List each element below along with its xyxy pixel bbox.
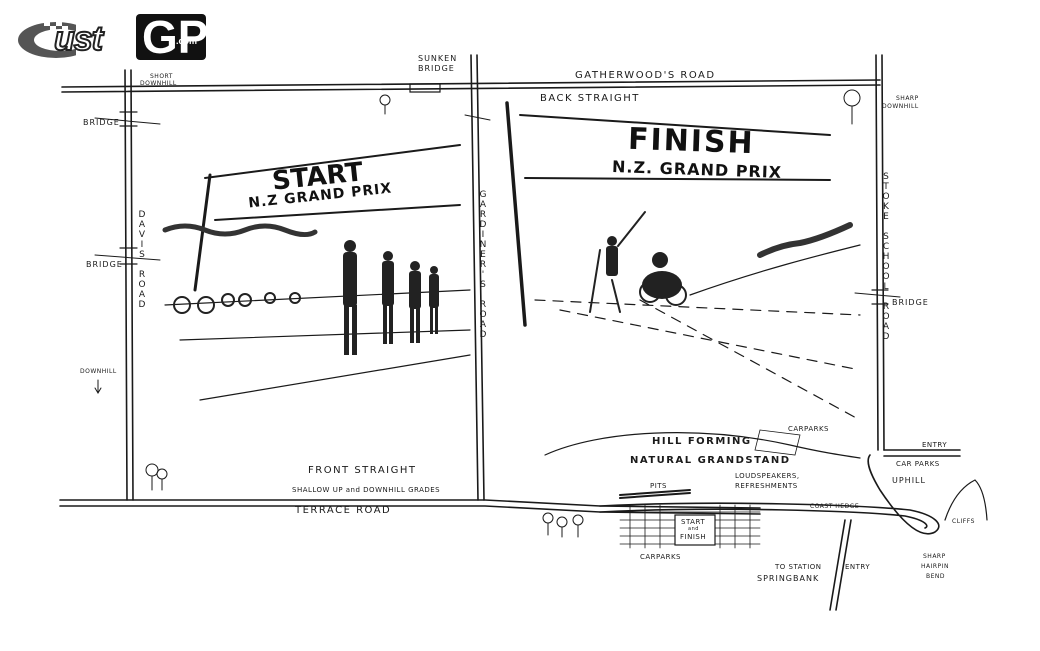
trees	[145, 89, 988, 538]
logo-gp-box: GP	[136, 11, 208, 63]
terrace-road-label: TERRACE ROAD	[295, 505, 392, 516]
short-downhill-1: SHORT	[150, 73, 173, 80]
bridge-right	[871, 289, 889, 305]
carparks-top-label: CARPARKS	[788, 425, 829, 433]
bridge-left-mid-label: BRIDGE	[86, 260, 123, 269]
hairpin-track	[599, 454, 940, 535]
gatherwoods-road-label: GATHERWOOD'S ROAD	[575, 70, 716, 81]
springbank-label: SPRINGBANK	[757, 574, 820, 583]
sharp-downhill-2: DOWNHILL	[882, 103, 919, 110]
riders-figures	[343, 236, 682, 355]
sharp-hairpin-1: SHARP	[923, 553, 946, 560]
davis-road	[124, 69, 134, 501]
logo-gp-text: GP	[142, 11, 209, 63]
entry-right-label: ENTRY	[922, 441, 948, 449]
start-finish-3: FINISH	[680, 533, 707, 541]
start-finish-box	[674, 514, 716, 546]
loudspeakers-label: LOUDSPEAKERS,	[735, 472, 800, 480]
motorcycles	[173, 211, 687, 314]
start-finish-1: START	[681, 518, 706, 526]
to-station-label: TO STATION	[775, 563, 822, 571]
gardiners-road-label: GARDINER'S ROAD	[478, 190, 488, 340]
terrace-road	[59, 499, 761, 515]
stoke-school-road	[875, 54, 885, 451]
front-straight-label: FRONT STRAIGHT	[308, 465, 417, 476]
uphill-label: UPHILL	[892, 476, 926, 485]
cliffs-label: CLIFFS	[952, 518, 975, 525]
shallow-grades-label: SHALLOW UP and DOWNHILL GRADES	[292, 486, 441, 494]
bridge-left-top-label: BRIDGE	[83, 118, 120, 127]
gardiners-road	[470, 54, 485, 501]
sharp-hairpin-2: HAIRPIN	[921, 563, 949, 570]
logo-com-text: .com	[176, 36, 198, 46]
carparks-bottom-label: CARPARKS	[640, 553, 681, 561]
bridge-left-mid	[119, 247, 138, 265]
sharp-hairpin-3: BEND	[926, 573, 946, 580]
sharp-downhill-1: SHARP	[896, 95, 919, 102]
bridge-left-top	[119, 111, 138, 127]
bridge-right-label: BRIDGE	[892, 298, 929, 307]
pits-label: PITS	[650, 482, 668, 490]
sunken-bridge	[409, 83, 441, 93]
stoke-school-road-label: STOKE SCHOOL ROAD	[881, 172, 891, 342]
refreshments-label: REFRESHMENTS	[735, 482, 798, 490]
sunken-label-2: BRIDGE	[418, 64, 455, 73]
davis-road-label: DAVIS ROAD	[137, 210, 147, 310]
logo-swoosh-icon	[18, 20, 76, 58]
carparks-right-label: CAR PARKS	[896, 460, 940, 468]
entry-road-right	[883, 449, 961, 457]
entry-road-bottom	[829, 519, 852, 611]
start-finish-2: and	[688, 526, 699, 532]
logo-ust-text: ust	[53, 19, 104, 59]
custgp-logo: ust GP .com	[16, 11, 216, 64]
finish-banner-title: FINISH	[627, 121, 756, 162]
downhill-label: DOWNHILL	[80, 368, 117, 375]
coast-hedge-label: COAST HEDGE	[810, 503, 860, 510]
short-downhill-2: DOWNHILL	[140, 80, 177, 87]
back-straight-label: BACK STRAIGHT	[540, 93, 640, 104]
natural-grandstand-label: NATURAL GRANDSTAND	[630, 455, 791, 466]
hill-forming-label: HILL FORMING	[652, 436, 752, 447]
sunken-label-1: SUNKEN	[418, 54, 458, 63]
entry-bottom-label: ENTRY	[845, 563, 871, 571]
